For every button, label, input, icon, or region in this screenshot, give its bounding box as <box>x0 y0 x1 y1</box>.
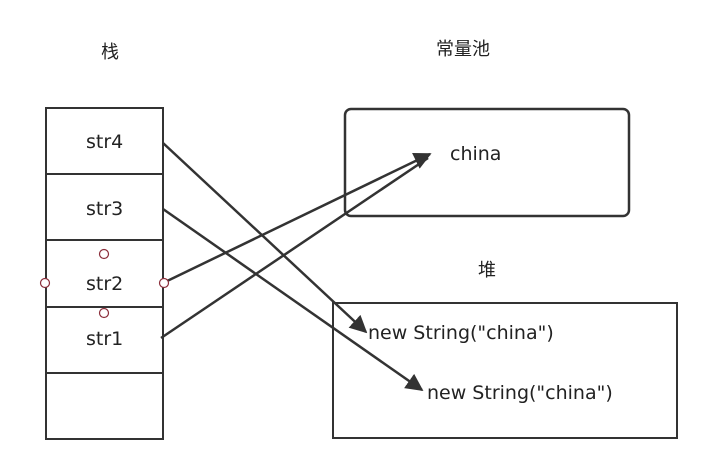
constant-pool-value[interactable]: china <box>450 143 502 165</box>
arrow-str2-to-china <box>162 152 432 285</box>
constant-pool-title: 常量池 <box>436 39 490 60</box>
heap-title: 堆 <box>478 260 496 281</box>
stack-title: 栈 <box>101 42 119 63</box>
heap-box <box>332 302 678 439</box>
selection-handle-top[interactable] <box>98 248 110 260</box>
selection-handle-bottom[interactable] <box>98 307 110 319</box>
stack-slot-str3[interactable]: str3 <box>86 198 124 220</box>
selection-handles[interactable] <box>39 248 170 319</box>
constant-pool-box <box>343 107 631 218</box>
stack-slot-str2[interactable]: str2 <box>86 273 124 295</box>
arrow-str4-to-heap-object-1 <box>162 142 368 334</box>
stack-column <box>45 107 164 440</box>
stack-slot-str4[interactable]: str4 <box>86 131 124 153</box>
selection-handle-right[interactable] <box>158 277 170 289</box>
stack-frame <box>45 107 164 440</box>
selection-handle-left[interactable] <box>39 277 51 289</box>
heap-object-1[interactable]: new String("china") <box>368 322 554 344</box>
arrow-str1-to-china <box>160 156 429 340</box>
stack-slot-str1[interactable]: str1 <box>86 328 124 350</box>
heap-object-2[interactable]: new String("china") <box>427 382 613 404</box>
arrow-str3-to-heap-object-2 <box>162 207 424 392</box>
